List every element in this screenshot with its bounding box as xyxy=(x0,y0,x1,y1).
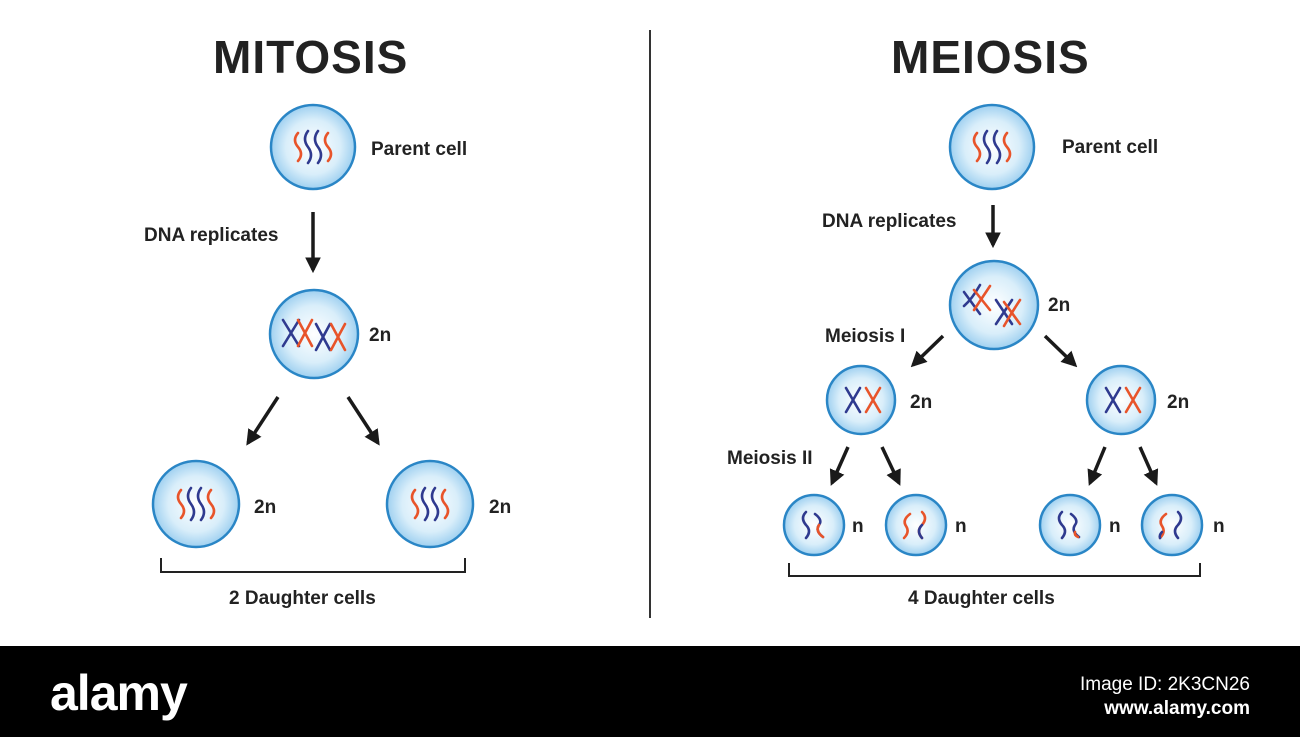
mitosis-parent-label: Parent cell xyxy=(371,139,468,160)
meiosis-daughter-cell-3 xyxy=(1038,493,1102,557)
meiosis-replicated-cell xyxy=(948,259,1040,351)
mitosis-replicated-ploidy: 2n xyxy=(369,325,392,346)
replicated-chromosomes xyxy=(281,318,347,352)
mitosis-daughter-cell-2 xyxy=(385,459,475,549)
image-id: Image ID: 2K3CN26 xyxy=(1079,674,1250,695)
meiosis-daughter-ploidy: n xyxy=(1213,516,1225,537)
mitosis-daughters-bracket xyxy=(160,558,466,573)
meiosis-daughter-ploidy: n xyxy=(1109,516,1121,537)
meiosis-intermediate-ploidy: 2n xyxy=(1167,392,1190,413)
mitosis-replicated-cell xyxy=(268,288,360,380)
mitosis-parent-cell xyxy=(269,103,357,191)
arrow-right xyxy=(1043,334,1078,368)
meiosis-daughter-ploidy: n xyxy=(852,516,864,537)
mitosis-daughter-ploidy: 2n xyxy=(489,497,512,518)
diagram: MITOSIS MEIOSIS Parent cell DNA replicat… xyxy=(144,30,1225,618)
diagram-canvas xyxy=(151,30,1204,618)
unreplicated-chromosomes xyxy=(293,129,333,165)
mitosis-daughters-label: 2 Daughter cells xyxy=(229,588,376,609)
meiosis-daughter-cell-2 xyxy=(884,493,948,557)
arrow-left xyxy=(1087,446,1107,486)
meiosis-daughters-bracket xyxy=(788,563,1201,577)
site-url: www.alamy.com xyxy=(1104,698,1250,719)
arrow-right xyxy=(1138,446,1159,486)
arrow-left xyxy=(829,446,850,486)
meiosis-i-label: Meiosis I xyxy=(825,326,906,347)
meiosis-title: MEIOSIS xyxy=(891,31,1090,83)
arrow-left xyxy=(246,396,280,446)
arrow-right xyxy=(880,446,901,486)
meiosis-replicated-ploidy: 2n xyxy=(1048,295,1071,316)
meiosis-daughter-ploidy: n xyxy=(955,516,967,537)
mitosis-daughter-ploidy: 2n xyxy=(254,497,277,518)
meiosis-i-cell-left xyxy=(825,364,897,436)
meiosis-intermediate-ploidy: 2n xyxy=(910,392,933,413)
arrow-right xyxy=(346,396,380,446)
meiosis-daughter-cell-4 xyxy=(1140,493,1204,557)
alamy-logo: alamy xyxy=(50,665,188,721)
meiosis-parent-label: Parent cell xyxy=(1062,137,1159,158)
meiosis-parent-cell xyxy=(948,103,1036,191)
meiosis-step-label: DNA replicates xyxy=(822,211,957,232)
mitosis-step-label: DNA replicates xyxy=(144,225,279,246)
arrow-left xyxy=(910,334,945,368)
meiosis-daughters-label: 4 Daughter cells xyxy=(908,588,1055,609)
mitosis-title: MITOSIS xyxy=(213,31,409,83)
meiosis-ii-label: Meiosis II xyxy=(727,448,813,469)
meiosis-i-cell-right xyxy=(1085,364,1157,436)
meiosis-daughter-cell-1 xyxy=(782,493,846,557)
watermark-footer: alamy Image ID: 2K3CN26 www.alamy.com xyxy=(0,646,1300,737)
mitosis-daughter-cell-1 xyxy=(151,459,241,549)
